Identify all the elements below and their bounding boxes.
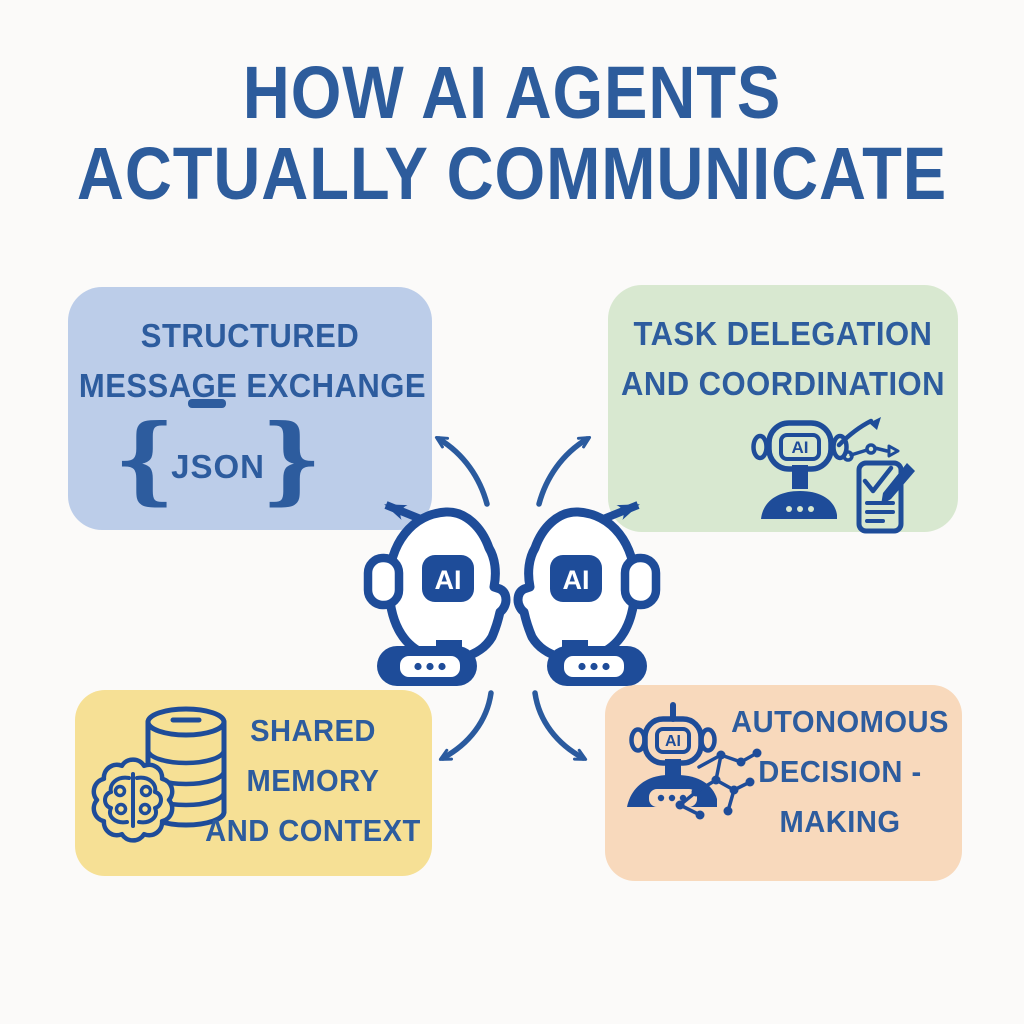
heading-line: STRUCTURED — [140, 317, 360, 354]
curved-arrow-to-yellow-icon — [438, 690, 494, 761]
green-robot-ai-label: AI — [792, 438, 809, 457]
json-label: JSON — [171, 447, 265, 485]
curved-arrow-to-blue-icon — [434, 435, 490, 507]
dash-icon — [188, 399, 226, 408]
autonomous-decision-heading: AUTONOMOUS DECISION - MAKING — [727, 697, 953, 848]
heading-line: AND CONTEXT — [205, 813, 421, 849]
right-robot-ai-label: AI — [563, 565, 590, 595]
close-brace-icon: } — [260, 404, 323, 515]
autonomous-decision-box: AI AUTONOMOUS DECISION - MAKING — [605, 685, 962, 881]
robot-network-icon: AI — [627, 702, 762, 820]
shared-memory-box: SHARED MEMORY AND CONTEXT — [75, 690, 432, 876]
left-robot-ai-label: AI — [435, 565, 462, 595]
title-line-1: HOW AI AGENTS — [242, 51, 782, 134]
heading-line: AND COORDINATION — [620, 364, 946, 402]
title-line-2: ACTUALLY COMMUNICATE — [76, 132, 948, 216]
heading-line: MESSAGE EXCHANGE — [78, 366, 427, 404]
open-brace-icon: { — [114, 404, 176, 515]
curved-arrow-to-green-icon — [536, 435, 592, 507]
task-delegation-box: TASK DELEGATION AND COORDINATION — [608, 285, 958, 534]
heading-line: MAKING — [779, 804, 901, 840]
heading-line: DECISION - — [758, 754, 922, 790]
heading-line: SHARED — [250, 713, 376, 748]
shared-memory-heading: SHARED MEMORY AND CONTEXT — [205, 706, 421, 857]
right-robot-ai-screen — [550, 555, 602, 602]
curved-arrow-to-orange-icon — [532, 690, 588, 761]
heading-line: AUTONOMOUS — [731, 704, 949, 739]
heading-line: MEMORY — [246, 763, 380, 799]
page-title: HOW AI AGENTS ACTUALLY COMMUNICATE — [61, 52, 962, 215]
robot-checklist-icon: AI — [751, 417, 915, 534]
brain-database-icon — [91, 706, 227, 843]
structured-message-box: STRUCTURED MESSAGE EXCHANGE { JSON } — [68, 287, 432, 530]
orange-robot-ai-label: AI — [665, 733, 681, 750]
task-delegation-heading: TASK DELEGATION AND COORDINATION — [619, 309, 948, 408]
heading-line: TASK DELEGATION — [633, 315, 933, 352]
left-robot-ai-screen — [422, 555, 474, 602]
structured-message-heading: STRUCTURED MESSAGE EXCHANGE — [78, 311, 427, 410]
